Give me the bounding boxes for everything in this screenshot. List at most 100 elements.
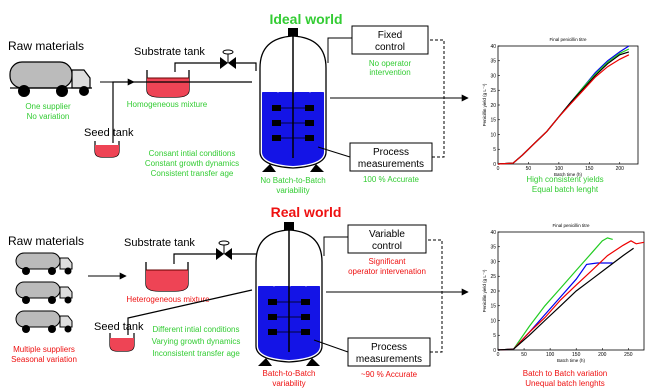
chart-x-tick-label: 150 [585,166,594,172]
chart-x-tick-label: 200 [616,166,625,172]
real-substrate-note: Heterogeneous mixture [126,295,210,304]
chart-y-tick-label: 0 [493,348,496,354]
chart-series-line [497,237,613,351]
ideal-substrate-pipe [174,62,220,72]
real-substrate-pipe [173,253,216,264]
chart-y-tick-label: 20 [490,289,496,295]
real-seed-tank [109,333,135,352]
chart-x-tick-label: 100 [546,352,555,358]
ideal-seed-note-2: Constant growth dynamics [145,159,239,168]
chart-y-tick-label: 15 [490,118,496,124]
ideal-substrate-tank [146,70,190,98]
chart-x-tick-label: 50 [526,166,532,172]
real-result-1: Batch to Batch variation [523,369,608,378]
chart-x-tick-label: 150 [572,352,581,358]
chart-x-tick-label: 200 [598,352,607,358]
chart-series-line [497,54,630,165]
chart-x-tick-label: 50 [521,352,527,358]
real-control-label-1: Variable [369,229,405,240]
chart-series-line [497,247,634,351]
real-control-label-2: control [372,241,402,252]
real-seed-pipe [127,289,253,335]
chart-y-tick-label: 15 [490,304,496,310]
chart-plot-area [497,231,645,351]
chart-y-axis-label: Penicillin yield (g L⁻¹) [482,269,487,312]
ideal-truck-icon [9,61,92,97]
chart-title: Final penicillin titre [549,37,587,42]
chart-y-tick-label: 35 [490,59,496,65]
real-raw-materials-label: Raw materials [8,234,84,248]
chart-y-tick-label: 30 [490,73,496,79]
real-truck-icon-1 [15,252,73,275]
real-substrate-tank-label: Substrate tank [124,237,195,249]
ideal-result-2: Equal batch lenght [532,185,599,194]
ideal-substrate-note: Homogeneous mixture [127,100,208,109]
ideal-title: Ideal world [269,11,342,27]
chart-x-tick-label: 0 [497,166,500,172]
real-control-note-1: Significant [369,257,407,266]
chart-y-tick-label: 30 [490,259,496,265]
real-supplier-note-1: Multiple suppliers [13,345,75,354]
real-measurements-box [347,337,431,367]
chart-y-tick-label: 20 [490,103,496,109]
chart-x-tick-label: 250 [624,352,633,358]
real-seed-note-3: Inconsistent transfer age [152,349,240,358]
ideal-substrate-tank-label: Substrate tank [134,46,205,58]
real-bioreactor [255,222,323,366]
chart-title: Final penicillin titre [552,223,590,228]
ideal-reactor-note-1: No Batch-to-Batch [260,176,325,185]
real-reactor-note-1: Batch-to-Batch [263,369,316,378]
real-seed-note-2: Varying growth dynamics [152,337,241,346]
real-feedback-loop [426,239,443,353]
ideal-raw-materials-label: Raw materials [8,39,84,53]
ideal-control-note-2: intervention [369,68,410,77]
ideal-control-label-2: control [375,42,405,53]
chart-y-tick-label: 35 [490,245,496,251]
ideal-measure-label-1: Process [373,147,409,158]
chart-x-axis-label: Batch time (h) [554,172,583,177]
chart-y-tick-label: 10 [490,132,496,138]
chart-y-tick-label: 0 [493,162,496,168]
real-seed-tank-label: Seed tank [94,321,144,333]
real-truck-icon-2 [15,281,73,304]
ideal-measure-label-2: measurements [358,159,424,170]
real-truck-icon-3 [15,310,73,333]
ideal-seed-tank-label: Seed tank [84,127,134,139]
chart-y-tick-label: 5 [493,147,496,153]
real-measure-label-2: measurements [356,354,422,365]
real-yield-chart: Final penicillin titre 0 50 100 150 200 250 0 5 1… [482,223,645,363]
ideal-valve-icon [220,49,236,69]
chart-y-tick-label: 40 [490,230,496,236]
ideal-seed-tank [94,141,120,158]
real-title: Real world [271,204,342,220]
ideal-measure-note: 100 % Accurate [363,175,420,184]
chart-x-axis-label: Batch time (h) [557,358,586,363]
chart-series-line [497,240,645,351]
chart-y-axis-label: Penicillin yield (g L⁻¹) [482,83,487,126]
real-result-2: Unequal batch lenghts [525,379,605,388]
ideal-measurements-box [349,142,433,172]
ideal-seed-note-1: Consant intial conditions [149,149,236,158]
ideal-control-note-1: No operator [369,59,412,68]
chart-y-tick-label: 25 [490,88,496,94]
real-valve-icon [216,240,232,260]
real-reactor-note-2: variability [272,379,305,388]
chart-y-tick-label: 40 [490,44,496,50]
ideal-seed-pipe [112,81,252,143]
chart-y-tick-label: 25 [490,274,496,280]
chart-y-tick-label: 5 [493,333,496,339]
ideal-bioreactor [259,28,327,172]
chart-x-tick-label: 0 [497,352,500,358]
real-seed-note-1: Different intial conditions [152,325,239,334]
ideal-control-label-1: Fixed [378,30,402,41]
real-substrate-tank [145,262,189,292]
ideal-control-box [351,25,429,55]
real-supplier-note-2: Seasonal variation [11,355,77,364]
real-measure-note: ~90 % Accurate [361,370,418,379]
ideal-supplier-note-1: One supplier [25,102,71,111]
chart-y-tick-label: 10 [490,318,496,324]
real-measure-label-1: Process [371,342,407,353]
ideal-supplier-note-2: No variation [27,112,70,121]
chart-x-tick-label: 100 [555,166,564,172]
